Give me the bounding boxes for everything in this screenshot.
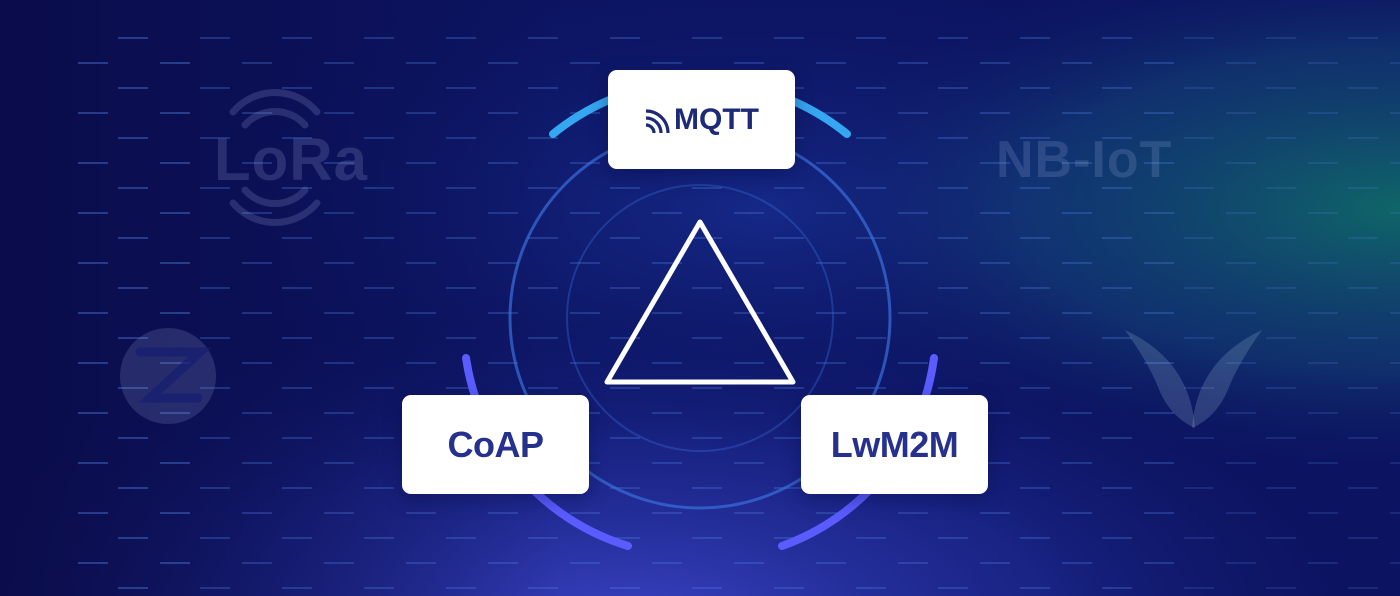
- nbiot-logo-text: NB-IoT: [996, 131, 1173, 189]
- mqtt-card: MQTT: [608, 70, 795, 169]
- z-wave-icon: [1125, 330, 1262, 428]
- lora-signal-icon: [229, 89, 321, 226]
- center-triangle: [604, 219, 796, 385]
- coap-card: CoAP: [402, 395, 589, 494]
- lwm2m-label: LwM2M: [830, 423, 959, 465]
- mqtt-label: MQTT: [674, 102, 759, 136]
- zigbee-icon: [120, 328, 216, 424]
- lwm2m-card: LwM2M: [801, 395, 988, 494]
- coap-label: CoAP: [447, 423, 545, 465]
- lora-logo-text: LoRa: [214, 126, 368, 193]
- mqtt-logo-icon: [645, 108, 670, 133]
